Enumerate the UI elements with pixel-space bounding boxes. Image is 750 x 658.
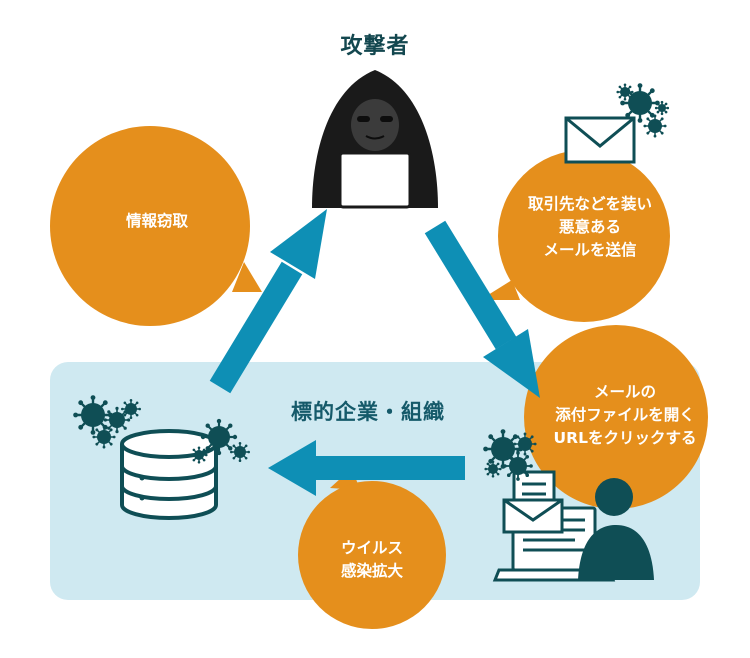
database-icon	[120, 429, 218, 520]
bubble-line: メールの	[593, 383, 656, 401]
virus-icon	[190, 446, 208, 464]
virus-icon	[200, 418, 238, 456]
user-icon	[578, 478, 654, 580]
bubble-line: URLをクリックする	[553, 429, 697, 447]
virus-icon	[620, 83, 660, 123]
bubble-line: 情報窃取	[125, 212, 188, 230]
virus-icon	[103, 406, 131, 434]
virus-icon	[503, 451, 533, 481]
bubble-line: 感染拡大	[340, 562, 403, 580]
virus-icon	[484, 460, 502, 478]
bubble-virus-spread-text: ウイルス 感染拡大	[302, 537, 442, 583]
arrow-to-victim	[424, 220, 540, 398]
organization-label: 標的企業・組織	[291, 400, 445, 424]
bubble-info-theft	[50, 126, 262, 326]
bubble-malicious-mail-text: 取引先などを装い 悪意ある メールを送信	[490, 193, 690, 262]
bubble-line: 悪意ある	[558, 218, 621, 236]
bubble-open-attachment-text: メールの 添付ファイルを開く URLをクリックする	[525, 381, 725, 450]
bubble-line: 取引先などを装い	[527, 195, 652, 213]
virus-icon	[643, 114, 667, 138]
envelope-icon	[564, 116, 636, 164]
arrow-to-attacker	[209, 209, 327, 394]
bubble-open-attachment	[524, 325, 708, 509]
arrow-to-database	[268, 440, 465, 496]
virus-icon	[513, 432, 537, 456]
virus-icon	[121, 399, 141, 420]
virus-icon	[73, 395, 113, 435]
virus-icon	[654, 100, 670, 116]
virus-icon	[73, 83, 670, 481]
bubble-line: メールを送信	[543, 241, 637, 259]
virus-icon	[92, 425, 116, 449]
laptop-icon	[492, 470, 616, 582]
virus-icon	[230, 442, 250, 463]
attacker-title: 攻撃者	[340, 34, 410, 59]
virus-icon	[616, 83, 634, 101]
hacker-icon	[312, 70, 438, 209]
bubble-line: 添付ファイルを開く	[555, 406, 695, 424]
bubble-line: ウイルス	[340, 539, 403, 557]
bubble-info-theft-text: 情報窃取	[92, 210, 222, 233]
